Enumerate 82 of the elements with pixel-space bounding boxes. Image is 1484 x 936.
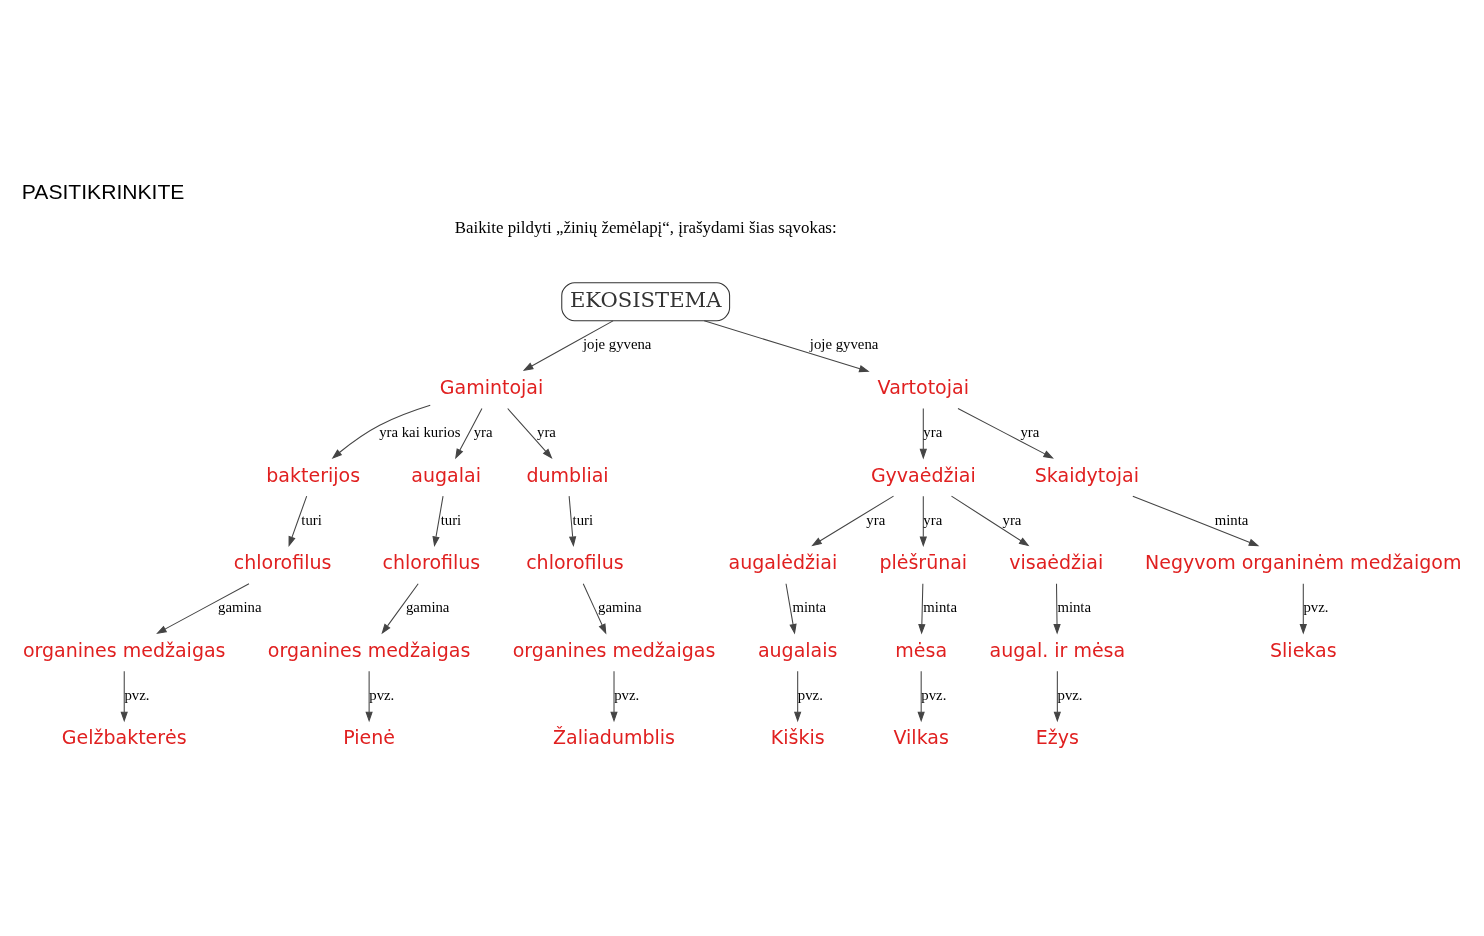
edge-label: yra (1002, 511, 1022, 528)
node-text: visaėdžiai (1009, 550, 1104, 573)
node-text: Negyvom organinėm medžaigom (1145, 550, 1462, 573)
node-text: Kiškis (770, 725, 825, 748)
edge-label: yra kai kurios (379, 423, 461, 440)
edge-label: turi (572, 511, 594, 528)
arrow (703, 319, 870, 372)
edge-label: yra (473, 423, 493, 440)
edge-label: yra (1020, 423, 1040, 440)
arrow (507, 407, 553, 459)
node-text: Gamintojai (439, 375, 544, 398)
edge-label: pvz. (369, 686, 395, 703)
diagram-title: PASITIKRINKITE (21, 179, 185, 203)
node-text: organines medžaigas (267, 638, 471, 661)
arrow (455, 407, 483, 459)
node-text: dumbliai (526, 463, 609, 486)
arrow (917, 670, 925, 722)
arrow (522, 319, 614, 371)
node-text: chlorofilus (233, 550, 332, 573)
arrow (582, 582, 607, 634)
edge-label: minta (792, 598, 827, 615)
arrow (950, 495, 1030, 546)
arrow (919, 407, 927, 459)
node-text: augalai (411, 463, 481, 486)
node-text: Žaliadumblis (553, 725, 676, 748)
arrow (288, 495, 308, 547)
node-box: EKOSISTEMA (561, 281, 731, 321)
arrow (785, 582, 797, 635)
arrow (1299, 582, 1307, 635)
edge-label: turi (301, 511, 322, 528)
edge-label: minta (923, 598, 957, 615)
node-text: augalais (757, 638, 838, 661)
edge-label: joje gyvena (582, 335, 652, 352)
edge-label: pvz. (797, 686, 823, 703)
node-text: mėsa (895, 638, 948, 661)
node-text: Pienė (343, 725, 395, 748)
edge-label: pvz. (614, 686, 640, 703)
arrow (918, 582, 926, 635)
edge-label: gamina (598, 598, 642, 615)
node-text: bakterijos (266, 463, 361, 486)
arrow (1053, 582, 1061, 635)
arrow (331, 404, 431, 459)
arrow (1132, 495, 1260, 546)
edge-label: gamina (405, 598, 450, 615)
arrow (156, 582, 250, 634)
arrow (120, 670, 128, 722)
edge-label: minta (1057, 598, 1092, 615)
edge-label: pvz. (1057, 686, 1083, 703)
edge-label: pvz. (921, 686, 947, 703)
arrow (957, 407, 1054, 459)
arrow (919, 495, 927, 547)
node-text: Skaidytojai (1034, 463, 1140, 486)
node-text: Gelžbakterės (61, 725, 187, 748)
node-text: augalėdžiai (728, 550, 838, 573)
node-text: augal. ir mėsa (989, 638, 1126, 661)
node-text: Gyvaėdžiai (870, 463, 976, 486)
edge-label: joje gyvena (809, 335, 879, 352)
node-text: chlorofilus (382, 550, 481, 573)
edge-label: yra (866, 511, 886, 528)
label: Baikite pildyti „žinių žemėlapį“, įrašydami šias sąvokas: (454, 217, 837, 237)
edge-label: yra (537, 423, 556, 440)
arrow (610, 670, 618, 722)
node-text: Sliekas (1270, 638, 1337, 661)
arrow (432, 495, 444, 547)
node-text: chlorofilus (526, 550, 624, 573)
arrow (365, 670, 373, 722)
edge-label: gamina (218, 598, 262, 615)
node-text: Vartotojai (877, 375, 969, 398)
node-text: plėšrūnai (879, 550, 968, 573)
node-text: Ežys (1035, 725, 1079, 748)
node-text: organines medžaigas (512, 638, 716, 661)
arrow (811, 495, 895, 546)
arrow (568, 495, 577, 547)
edge-label: minta (1214, 511, 1249, 528)
arrow (381, 582, 419, 634)
arrow (794, 670, 802, 722)
node-text: Vilkas (893, 725, 949, 748)
edge-label: pvz. (1303, 598, 1329, 615)
edge-label: turi (440, 511, 462, 528)
arrow (1053, 670, 1062, 722)
edge-label: pvz. (124, 686, 150, 703)
node-text: organines medžaigas (22, 638, 226, 661)
